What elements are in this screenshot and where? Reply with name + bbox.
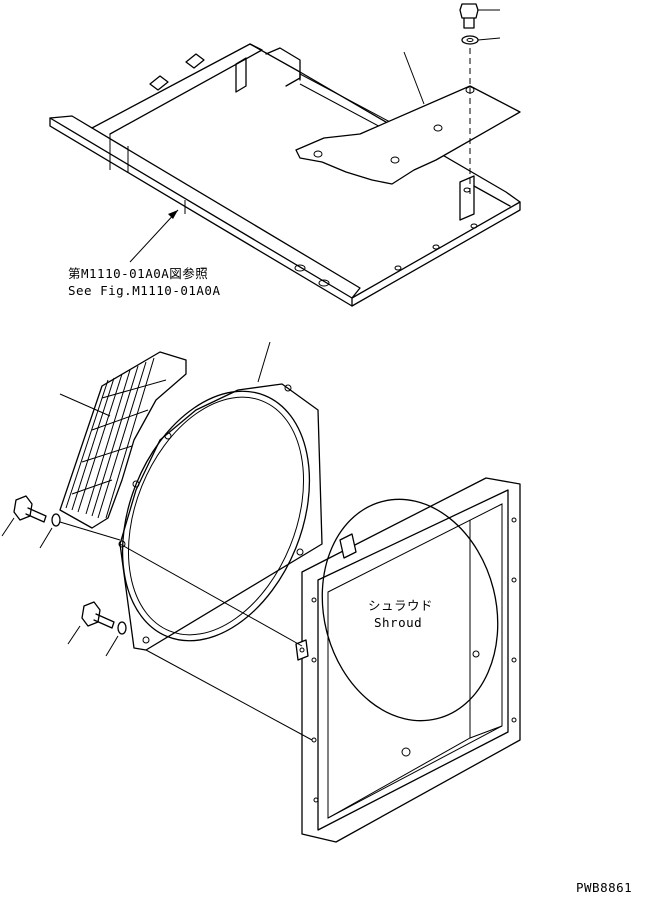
fan-ring [118, 341, 323, 651]
left-bolt-lower [67, 601, 127, 657]
shroud-label-jp: シュラウド [368, 598, 434, 613]
fan-guard [59, 351, 187, 529]
shroud [119, 477, 521, 843]
reference-arrow [129, 209, 179, 263]
reference-note-en: See Fig.M1110-01A0A [68, 283, 221, 298]
drawing-code: PWB8861 [576, 880, 633, 895]
reference-note-jp: 第M1110-01A0A図参照 [68, 266, 209, 281]
top-bolt [459, 3, 501, 196]
cover-plate-leader [403, 51, 425, 105]
left-bolt-upper [1, 495, 121, 549]
cover-plate [295, 85, 521, 185]
upper-frame [49, 43, 521, 307]
shroud-label-en: Shroud [374, 615, 423, 630]
